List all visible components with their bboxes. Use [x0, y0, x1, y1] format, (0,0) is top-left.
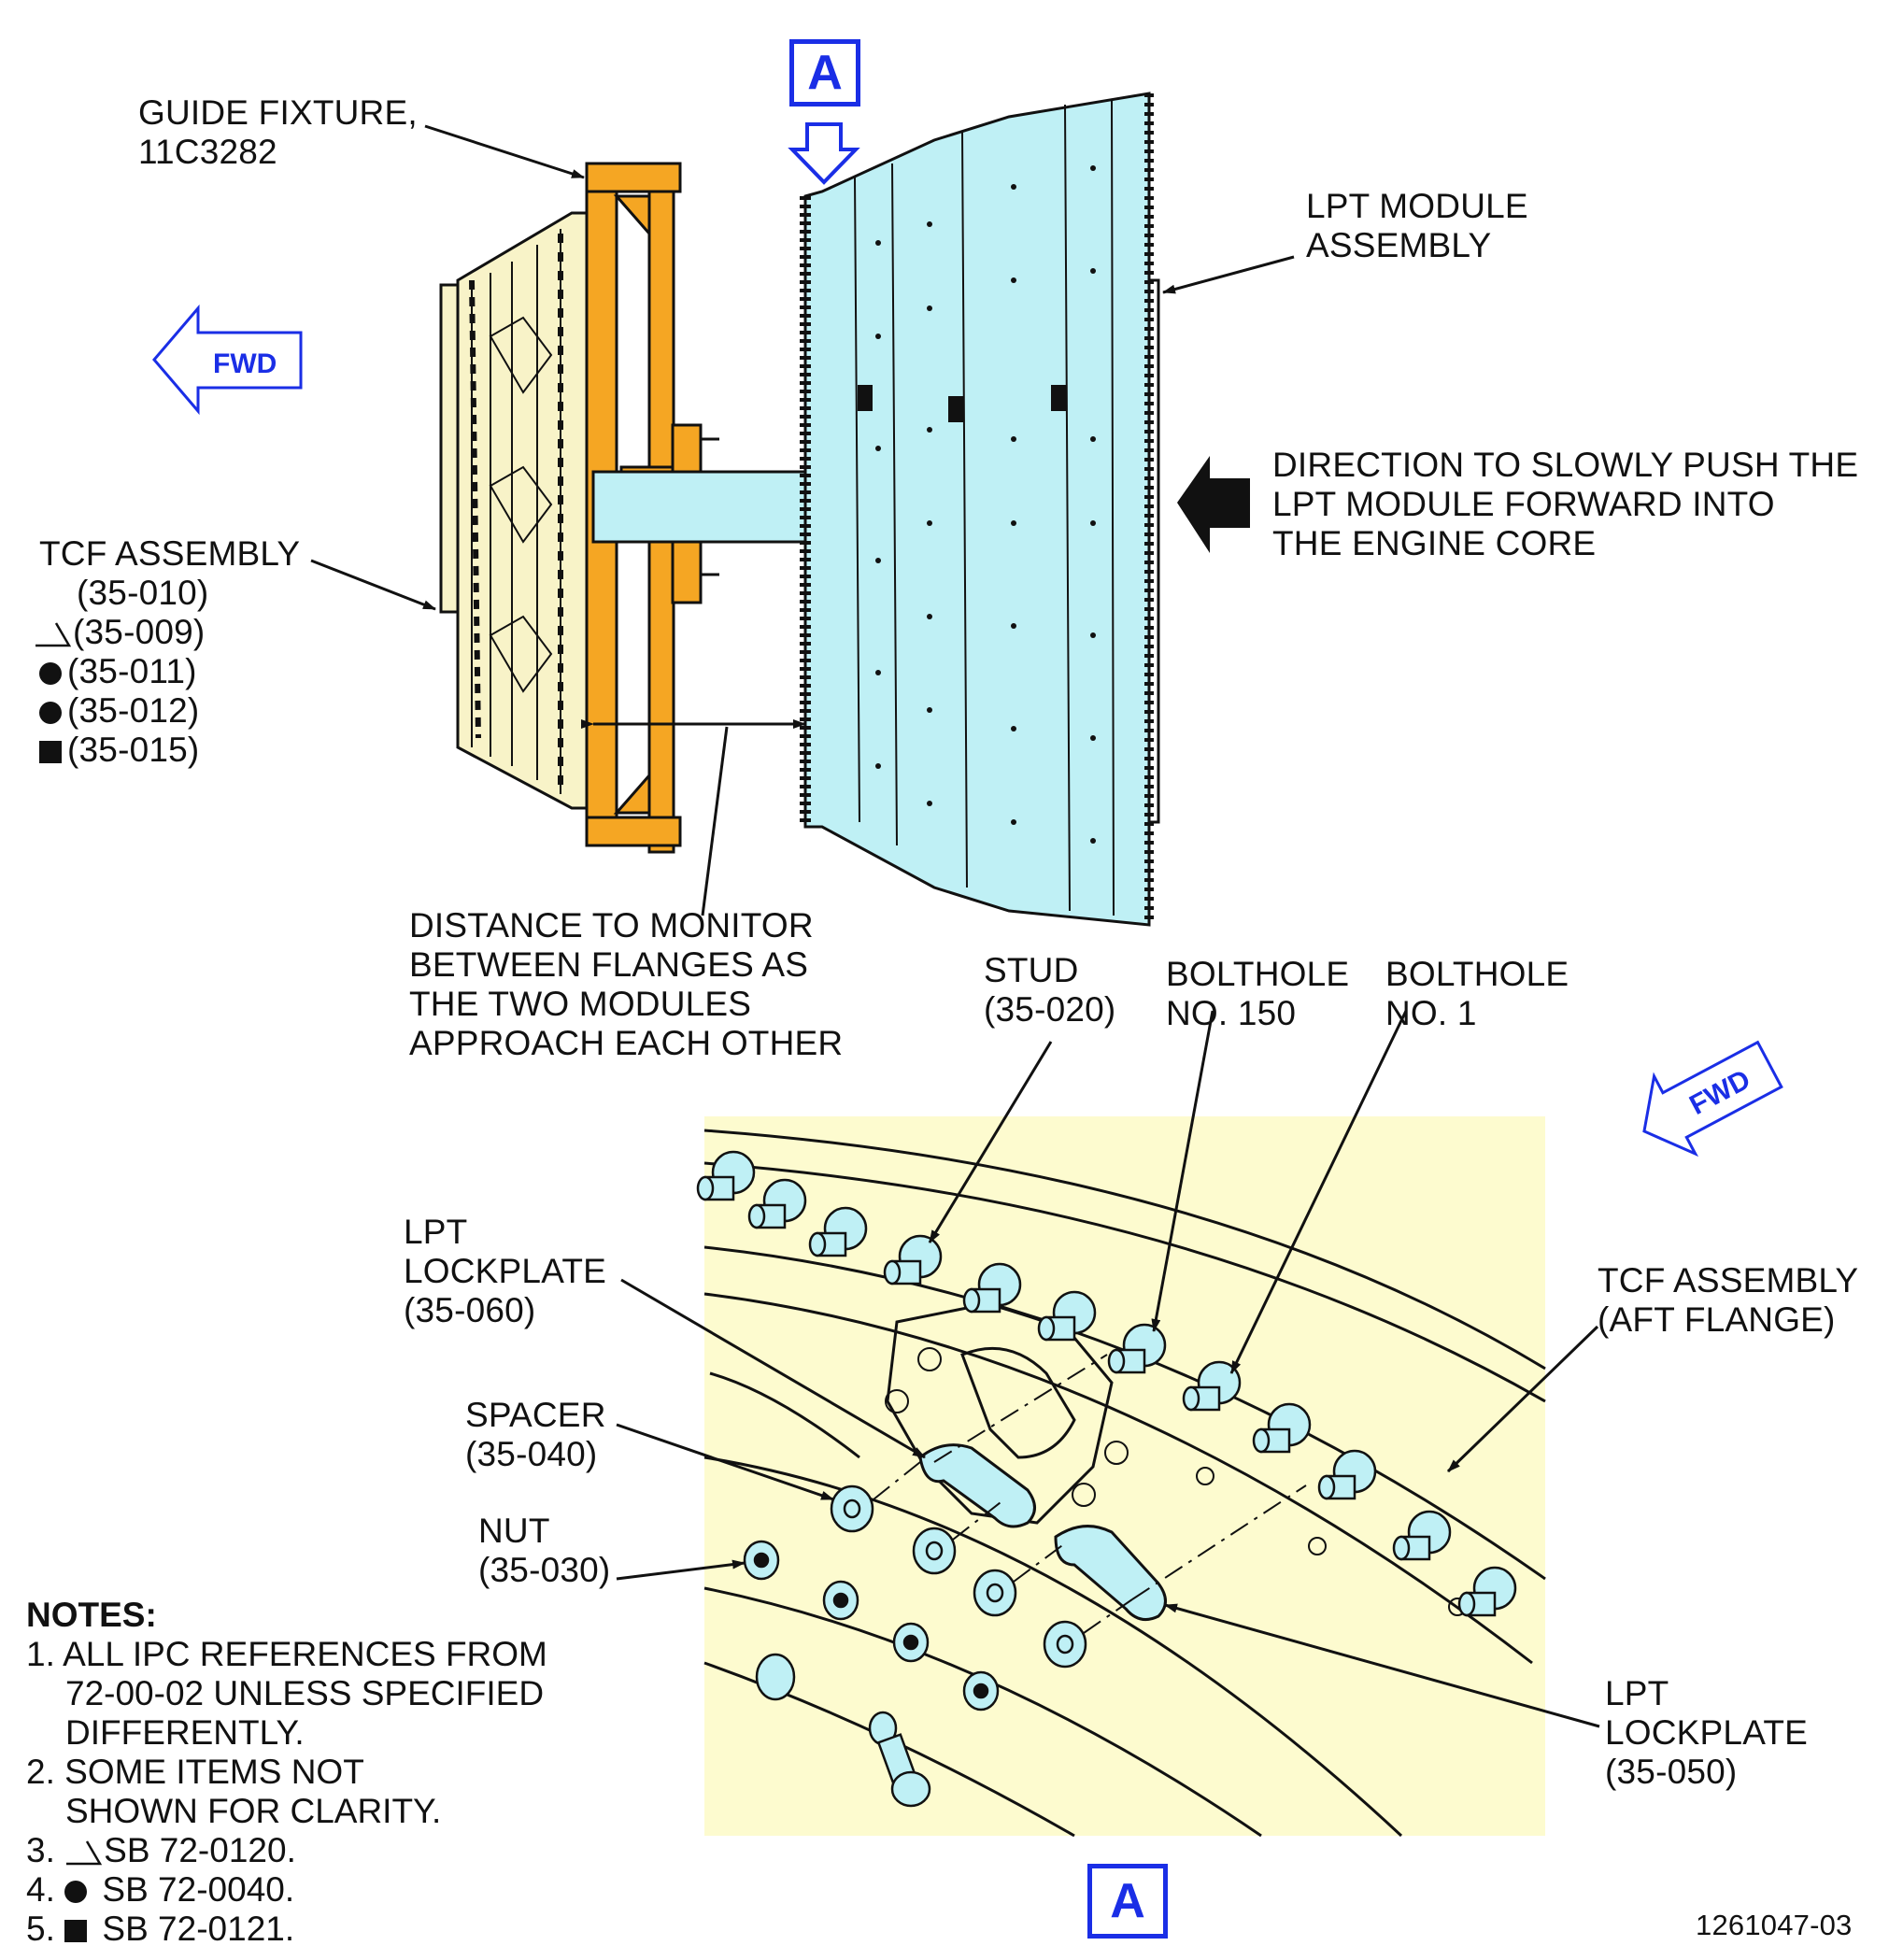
distance-monitor-label: DISTANCE TO MONITOR BETWEEN FLANGES AS T… — [409, 906, 844, 1062]
sb-square-icon — [39, 741, 62, 763]
fwd-arrow-top-label: FWD — [213, 348, 277, 379]
nut-label: NUT (35-030) — [478, 1512, 611, 1589]
note-5-number: 5. — [26, 1910, 55, 1948]
tcf-ref-35-015-text: (35-015) — [67, 731, 200, 769]
note-4: 4. SB 72-0040. — [26, 1870, 547, 1910]
notes-heading: NOTES: — [26, 1596, 157, 1634]
lpt-module-assembly-label: LPT MODULE ASSEMBLY — [1306, 187, 1528, 264]
note-1-line-2: 72-00-02 UNLESS SPECIFIED — [65, 1674, 545, 1712]
note-2-line-1: 2. SOME ITEMS NOT — [26, 1753, 364, 1791]
note-3-text: SB 72-0120. — [104, 1831, 296, 1869]
lpt-lockplate-050-label: LPT LOCKPLATE (35-050) — [1605, 1674, 1809, 1791]
note-3-number: 3. — [26, 1831, 55, 1869]
tcf-module-drawing — [439, 211, 589, 810]
lpt-lockplate-060-label: LPT LOCKPLATE (35-060) — [404, 1213, 607, 1329]
sb-square-icon — [64, 1920, 88, 1942]
note-5: 5. SB 72-0121. — [26, 1910, 547, 1949]
sb-circle-icon — [39, 662, 62, 685]
shaft-drawing — [591, 470, 815, 544]
guide-fixture-label: GUIDE FIXTURE, 11C3282 — [138, 93, 418, 171]
tcf-ref-35-012-text: (35-012) — [67, 691, 200, 730]
note-4-text: SB 72-0040. — [102, 1870, 295, 1909]
sb-triangle-icon — [36, 622, 71, 647]
tcf-ref-35-012: (35-012) — [39, 691, 199, 731]
sb-circle-icon — [39, 702, 62, 724]
tcf-ref-35-009: (35-009) — [34, 613, 205, 652]
tcf-ref-35-015: (35-015) — [39, 731, 199, 770]
bolthole-150-label: BOLTHOLE NO. 150 — [1166, 955, 1350, 1032]
note-1-line-3: DIFFERENTLY. — [65, 1713, 305, 1752]
note-5-text: SB 72-0121. — [102, 1910, 295, 1948]
view-a-callout-top: A — [789, 39, 860, 107]
push-direction-label: DIRECTION TO SLOWLY PUSH THE LPT MODULE … — [1272, 446, 1859, 562]
note-3: 3. SB 72-0120. — [26, 1831, 547, 1870]
detail-a-drawing — [696, 1116, 1546, 1838]
notes-block: NOTES: 1. ALL IPC REFERENCES FROM 72-00-… — [26, 1596, 547, 1949]
view-a-arrow-icon — [788, 122, 860, 185]
view-a-callout-detail: A — [1087, 1864, 1168, 1939]
fwd-arrow-top-icon: FWD — [152, 304, 303, 416]
note-1-line-1: 1. ALL IPC REFERENCES FROM — [26, 1635, 547, 1673]
fwd-arrow-detail-icon: FWD — [1642, 1040, 1783, 1158]
tcf-ref-35-011: (35-011) — [39, 652, 197, 691]
stud-label: STUD (35-020) — [984, 951, 1116, 1029]
spacer-label: SPACER (35-040) — [465, 1396, 606, 1473]
note-2-line-2: SHOWN FOR CLARITY. — [65, 1792, 442, 1830]
tcf-ref-35-009-text: (35-009) — [73, 613, 206, 651]
note-4-number: 4. — [26, 1870, 55, 1909]
tcf-assembly-label: TCF ASSEMBLY — [39, 534, 301, 573]
bolthole-1-label: BOLTHOLE NO. 1 — [1385, 955, 1569, 1032]
lpt-module-drawing — [800, 92, 1160, 927]
sb-circle-icon — [64, 1881, 88, 1903]
tcf-aft-flange-label: TCF ASSEMBLY (AFT FLANGE) — [1598, 1261, 1859, 1339]
sb-triangle-icon — [66, 1840, 103, 1866]
tcf-ref-35-011-text: (35-011) — [67, 652, 197, 690]
push-direction-arrow-icon — [1177, 456, 1250, 553]
tcf-ref-35-010: (35-010) — [77, 574, 209, 612]
figure-id: 1261047-03 — [1696, 1909, 1853, 1941]
